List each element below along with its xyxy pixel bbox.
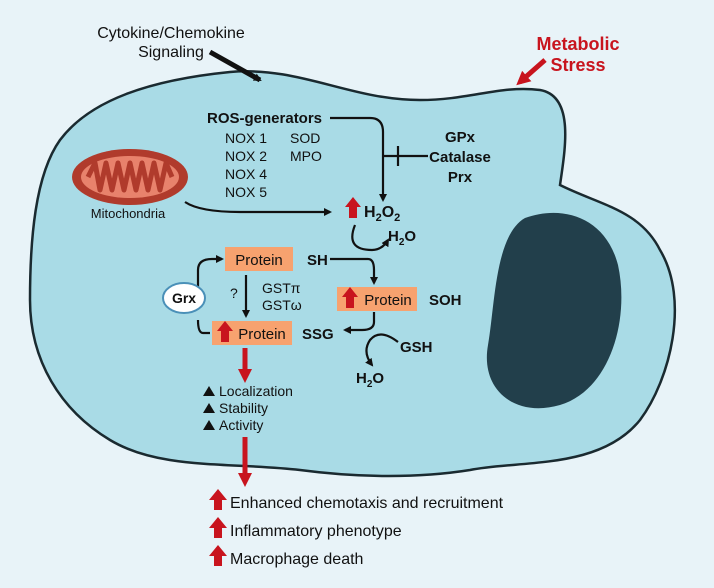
sh-label: SH bbox=[307, 252, 328, 269]
gsh-label: GSH bbox=[400, 339, 433, 356]
nucleus bbox=[486, 212, 622, 409]
gst-pi-label: GSTπ bbox=[262, 280, 301, 296]
svg-text:Enhanced chemotaxis and recrui: Enhanced chemotaxis and recruitment bbox=[230, 495, 504, 512]
h2o2-up-arrow bbox=[345, 197, 361, 218]
svg-text:Localization: Localization bbox=[219, 383, 293, 399]
protein-sh-box bbox=[225, 247, 293, 271]
sh-to-soh-arrow bbox=[330, 257, 378, 285]
ros-nox2: NOX 2 bbox=[225, 148, 267, 164]
mitochondria-icon bbox=[72, 149, 188, 205]
antioxidant-prx: Prx bbox=[448, 169, 473, 186]
ros-title: ROS-generators bbox=[207, 110, 322, 127]
metabolic-label: Metabolic bbox=[536, 34, 619, 54]
ros-sod: SOD bbox=[290, 130, 320, 146]
effect-stability: Stability bbox=[203, 400, 268, 416]
protein-soh-up-arrow bbox=[342, 287, 358, 308]
grx-loop-top bbox=[196, 255, 224, 290]
h2o2-consume-arc bbox=[351, 224, 390, 252]
cytokine-label: Cytokine/Chemokine bbox=[97, 25, 245, 42]
grx-label: Grx bbox=[172, 290, 196, 306]
mitochondria-label: Mitochondria bbox=[91, 206, 166, 221]
cytokine-arrow bbox=[208, 49, 262, 83]
h2o2-label: H2O2 bbox=[364, 204, 400, 224]
ros-arrow bbox=[330, 116, 387, 202]
h2o-top-label: H2O bbox=[388, 228, 416, 248]
ssg-label: SSG bbox=[302, 326, 334, 343]
svg-text:Inflammatory phenotype: Inflammatory phenotype bbox=[230, 523, 402, 540]
protein-ssg-up-arrow bbox=[217, 321, 233, 342]
stress-label: Stress bbox=[550, 55, 605, 75]
ros-nox4: NOX 4 bbox=[225, 166, 267, 182]
signaling-label: Signaling bbox=[138, 44, 204, 61]
soh-label: SOH bbox=[429, 292, 462, 309]
outcome-chemotaxis: Enhanced chemotaxis and recruitment bbox=[209, 489, 504, 512]
ros-nox1: NOX 1 bbox=[225, 130, 267, 146]
protein-sh-label: Protein bbox=[235, 252, 283, 269]
antioxidant-gpx: GPx bbox=[445, 129, 476, 146]
protein-ssg-label: Protein bbox=[238, 326, 286, 343]
ros-nox5: NOX 5 bbox=[225, 184, 267, 200]
svg-text:Stability: Stability bbox=[219, 400, 268, 416]
outcome-death: Macrophage death bbox=[209, 545, 363, 568]
effect-localization: Localization bbox=[203, 383, 293, 399]
outcome-inflammatory: Inflammatory phenotype bbox=[209, 517, 402, 540]
protein-soh-label: Protein bbox=[364, 292, 412, 309]
ros-mpo: MPO bbox=[290, 148, 322, 164]
metabolic-arrow bbox=[516, 58, 547, 86]
grx-loop-bottom bbox=[196, 319, 210, 335]
h2o-bottom-label: H2O bbox=[356, 370, 384, 390]
gsh-arc bbox=[365, 333, 399, 367]
antioxidant-catalase: Catalase bbox=[429, 149, 491, 166]
effect-activity: Activity bbox=[203, 417, 263, 433]
gst-omega-label: GSTω bbox=[262, 297, 302, 313]
grx-ellipse bbox=[162, 282, 206, 314]
mito-arrow bbox=[184, 201, 332, 216]
svg-text:Activity: Activity bbox=[219, 417, 263, 433]
soh-to-ssg-arrow bbox=[343, 312, 376, 334]
svg-text:Macrophage death: Macrophage death bbox=[230, 551, 363, 568]
question-label: ? bbox=[230, 285, 238, 301]
